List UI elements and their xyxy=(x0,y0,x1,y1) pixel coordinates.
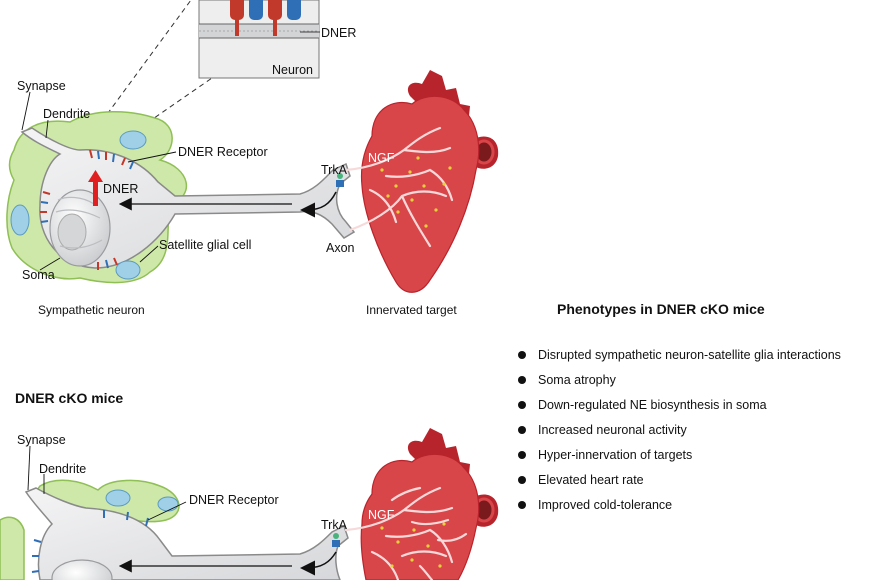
axon-label: Axon xyxy=(326,241,355,255)
inset-receptor-3 xyxy=(268,0,282,36)
nerve-branches xyxy=(344,126,454,248)
dendrite-label: Dendrite xyxy=(43,107,90,121)
curved-arrow-bottom xyxy=(300,551,337,576)
bottom-panel: DNER cKO mice xyxy=(0,390,499,580)
nerve-branches-bottom xyxy=(344,486,468,580)
inset-dner-label: DNER xyxy=(321,26,356,40)
dner-upregulation-arrow xyxy=(88,170,103,206)
ngf-label-bottom: NGF xyxy=(368,508,395,522)
phenotype-text: Elevated heart rate xyxy=(538,473,644,487)
top-panel: DNER Neuron xyxy=(6,0,499,317)
satellite-glial-cell-label: Satellite glial cell xyxy=(159,238,251,252)
phenotype-text: Improved cold-tolerance xyxy=(538,498,673,512)
heart-body-bottom xyxy=(360,453,480,580)
phenotype-text: Disrupted sympathetic neuron-satellite g… xyxy=(538,348,841,362)
leader-lines-bottom xyxy=(27,445,187,521)
glial-nucleus-2 xyxy=(10,204,30,236)
glial-nucleus-bottom-1 xyxy=(105,489,131,507)
phenotypes-title: Phenotypes in DNER cKO mice xyxy=(557,301,765,317)
phenotype-item: Disrupted sympathetic neuron-satellite g… xyxy=(518,346,868,371)
bullet-icon xyxy=(518,476,526,484)
phenotype-item: Down-regulated NE biosynthesis in soma xyxy=(518,396,868,421)
phenotype-item: Soma atrophy xyxy=(518,371,868,396)
inset-receptor-1 xyxy=(230,0,244,36)
phenotype-item: Elevated heart rate xyxy=(518,471,868,496)
caption-sympathetic-neuron: Sympathetic neuron xyxy=(38,303,145,317)
phenotype-list: Disrupted sympathetic neuron-satellite g… xyxy=(518,346,868,521)
synapse-label-bottom: Synapse xyxy=(17,433,66,447)
dner-receptors-bottom xyxy=(31,510,149,573)
curved-arrow-top xyxy=(300,191,337,218)
ngf-dots xyxy=(380,156,452,228)
trka-label: TrkA xyxy=(321,163,348,177)
synapse-label: Synapse xyxy=(17,79,66,93)
neuron-body-bottom xyxy=(24,487,349,580)
phenotype-item: Improved cold-tolerance xyxy=(518,496,868,521)
dner-label: DNER xyxy=(103,182,138,196)
ngf-dots-bottom xyxy=(380,522,446,568)
er-lines xyxy=(55,196,103,249)
bullet-icon xyxy=(518,401,526,409)
glial-nucleus-bottom-2 xyxy=(157,496,179,512)
phenotype-item: Increased neuronal activity xyxy=(518,421,868,446)
bullet-icon xyxy=(518,451,526,459)
heart-body xyxy=(360,95,480,293)
phenotype-item: Hyper-innervation of targets xyxy=(518,446,868,471)
soma-label: Soma xyxy=(22,268,55,282)
phenotype-text: Down-regulated NE biosynthesis in soma xyxy=(538,398,767,412)
bullet-icon xyxy=(518,376,526,384)
heart-bottom xyxy=(344,428,499,580)
dner-receptor-label: DNER Receptor xyxy=(178,145,268,159)
bullet-icon xyxy=(518,501,526,509)
heart-top xyxy=(344,70,499,293)
cko-title: DNER cKO mice xyxy=(15,390,123,406)
membrane-inset: DNER Neuron xyxy=(198,0,356,79)
bullet-icon xyxy=(518,351,526,359)
glial-nucleus-3 xyxy=(115,260,141,280)
inset-neuron-label: Neuron xyxy=(272,63,313,77)
nucleolus xyxy=(57,213,87,251)
phenotype-text: Increased neuronal activity xyxy=(538,423,687,437)
inset-receptor-4 xyxy=(287,0,301,20)
inset-receptor-2 xyxy=(249,0,263,20)
phenotype-text: Soma atrophy xyxy=(538,373,616,387)
caption-innervated-target: Innervated target xyxy=(366,303,457,317)
nucleus-bottom xyxy=(51,559,113,580)
dendrite-label-bottom: Dendrite xyxy=(39,462,86,476)
phenotype-text: Hyper-innervation of targets xyxy=(538,448,693,462)
glial-nucleus-1 xyxy=(119,130,147,150)
trka-label-bottom: TrkA xyxy=(321,518,348,532)
dner-receptors-top xyxy=(40,149,134,270)
ngf-label: NGF xyxy=(368,151,395,165)
bullet-icon xyxy=(518,426,526,434)
leader-lines-top xyxy=(21,91,177,271)
dner-receptor-label-bottom: DNER Receptor xyxy=(189,493,279,507)
